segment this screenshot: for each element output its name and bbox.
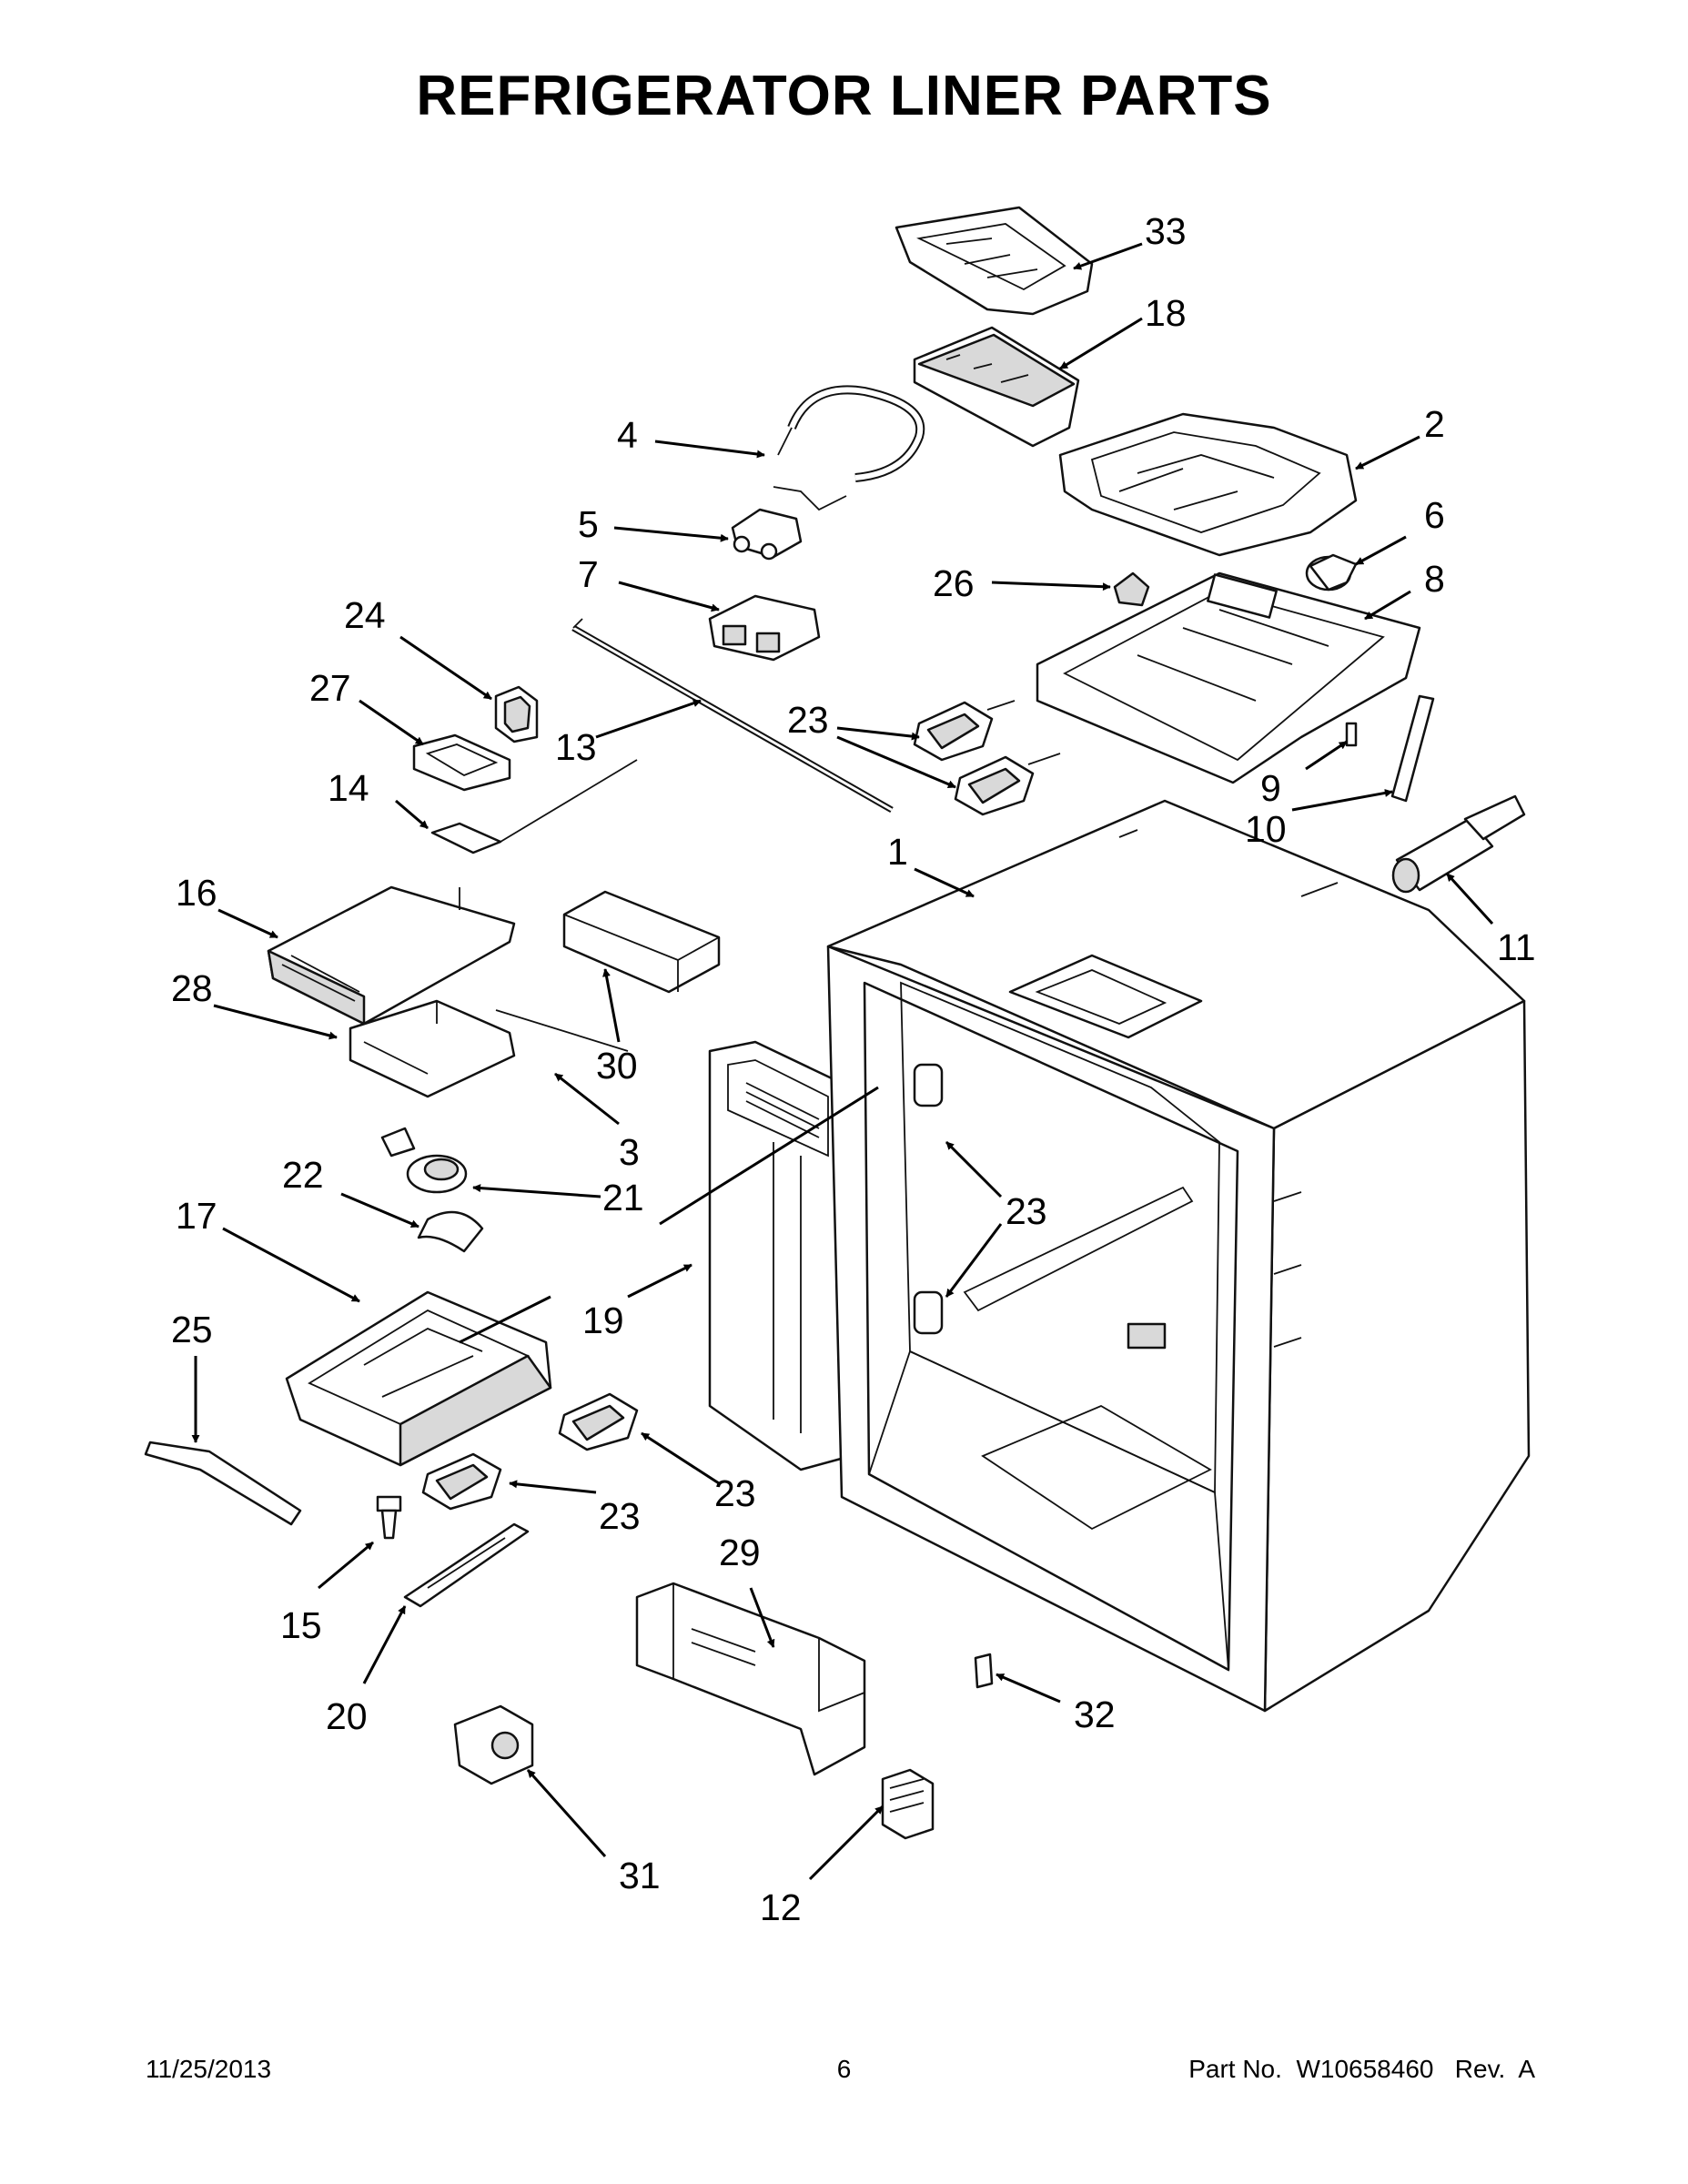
callout-2: 2 <box>1424 403 1445 445</box>
callout-20: 20 <box>326 1695 368 1737</box>
leader-lines <box>191 242 1494 1881</box>
part-30-bracket <box>562 890 721 994</box>
part-16-control-module <box>267 885 516 1026</box>
callout-12: 12 <box>760 1886 802 1928</box>
callout-23b: 23 <box>1006 1190 1047 1232</box>
callout-32: 32 <box>1074 1694 1116 1735</box>
callout-25: 25 <box>171 1309 213 1350</box>
callout-19: 19 <box>582 1299 624 1341</box>
part-13-tube <box>571 618 894 814</box>
part-20-light-bar <box>403 1522 530 1608</box>
callout-29: 29 <box>719 1532 761 1573</box>
callout-1: 1 <box>887 831 908 873</box>
callout-15: 15 <box>280 1604 322 1646</box>
footer-part-number: Part No. W10658460 Rev. A <box>1188 2055 1535 2083</box>
part-28-board <box>349 999 629 1098</box>
callout-21: 21 <box>602 1177 644 1218</box>
footer-date: 11/25/2013 <box>146 2055 272 2083</box>
part-12-grille <box>881 1768 935 1840</box>
part-5-valve <box>731 508 803 561</box>
callout-24: 24 <box>344 594 386 636</box>
callout-5: 5 <box>578 503 599 545</box>
part-27-gasket <box>412 733 511 792</box>
callout-30: 30 <box>596 1045 638 1087</box>
callout-4: 4 <box>617 414 638 456</box>
part-19-divider <box>708 1040 853 1471</box>
part-32-clip <box>974 1653 994 1689</box>
part-25-strip <box>144 1441 302 1526</box>
part-14-sensor <box>430 759 638 854</box>
part-7-housing <box>708 594 821 662</box>
callout-13: 13 <box>555 726 597 768</box>
part-33-cover <box>895 206 1094 316</box>
part-17-fan-housing <box>285 1290 552 1467</box>
callout-27: 27 <box>309 667 351 709</box>
footer-page-number: 6 <box>836 2055 852 2083</box>
callout-6: 6 <box>1424 494 1445 536</box>
part-31-damper-motor <box>453 1704 534 1785</box>
part-10-light-strip <box>1390 694 1435 803</box>
part-22-foam <box>417 1210 484 1253</box>
callout-23c: 23 <box>714 1472 756 1514</box>
part-15-screw <box>376 1495 402 1540</box>
callout-9: 9 <box>1260 767 1281 809</box>
callout-7: 7 <box>578 553 599 595</box>
callout-31: 31 <box>619 1855 661 1896</box>
part-1-liner <box>826 799 1531 1713</box>
callout-numbers: 33 18 2 4 5 6 7 8 26 24 27 13 23 9 10 14… <box>171 210 1536 1928</box>
callout-28: 28 <box>171 967 213 1009</box>
part-4-tube-assembly <box>773 385 925 511</box>
part-9-clip <box>1345 722 1358 747</box>
callout-23a: 23 <box>787 699 829 741</box>
page-title: REFRIGERATOR LINER PARTS <box>416 65 1272 127</box>
part-6-damper <box>1305 553 1358 592</box>
callout-23d: 23 <box>599 1495 641 1537</box>
part-23-fan-upper <box>913 700 1061 816</box>
part-26-clip <box>1113 571 1150 607</box>
callout-22: 22 <box>282 1154 324 1196</box>
callout-18: 18 <box>1145 292 1187 334</box>
part-29-bracket <box>635 1582 866 1776</box>
part-24-gasket <box>494 685 539 743</box>
callout-8: 8 <box>1424 558 1445 600</box>
callout-14: 14 <box>328 767 369 809</box>
callout-17: 17 <box>176 1195 217 1237</box>
part-11-filter <box>1391 794 1526 894</box>
callout-16: 16 <box>176 872 217 914</box>
callout-3: 3 <box>619 1131 640 1173</box>
part-2-frame <box>1058 412 1358 557</box>
part-23-fan-lower <box>421 1392 639 1511</box>
callout-26: 26 <box>933 562 975 604</box>
part-18-control-board <box>913 326 1080 448</box>
callout-10: 10 <box>1245 808 1287 850</box>
callout-33: 33 <box>1145 210 1187 252</box>
part-8-evaporator-cover <box>1036 571 1421 784</box>
callout-11: 11 <box>1497 926 1536 968</box>
part-21-fan-motor <box>380 1127 468 1194</box>
